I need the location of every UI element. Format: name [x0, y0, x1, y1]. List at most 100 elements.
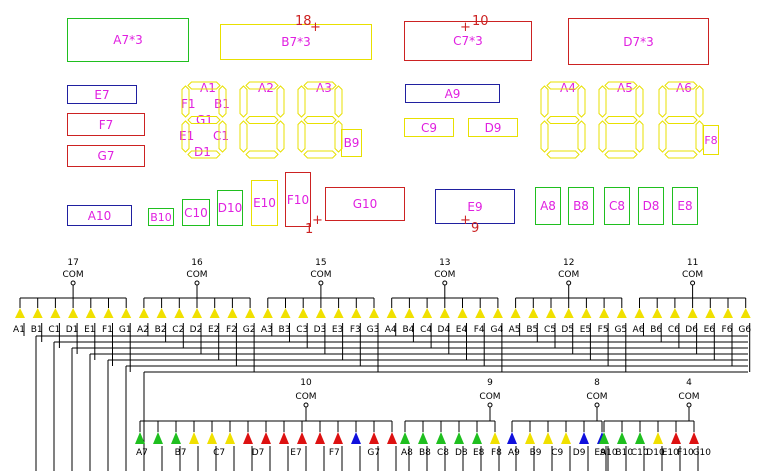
- led-B3: [280, 308, 291, 318]
- box-e8: E8: [672, 187, 698, 225]
- pin-C2-label: C2: [172, 325, 184, 335]
- box-a8-label: A8: [540, 199, 556, 213]
- group-15-com-label: COM: [310, 270, 331, 280]
- box-c7x3: C7*3: [404, 21, 532, 61]
- marker-18: 18: [295, 14, 312, 29]
- box-c10: C10: [182, 199, 210, 226]
- group-11-number: 11: [687, 258, 698, 268]
- group-10-number: 10: [300, 378, 312, 388]
- led-D3: [315, 308, 326, 318]
- box-e10-label: E10: [253, 196, 276, 210]
- box-d9: D9: [468, 118, 518, 137]
- group-9-com-label: COM: [479, 392, 500, 402]
- pin-E9-label: E9: [594, 448, 606, 458]
- box-a10-label: A10: [87, 208, 112, 223]
- group-4-led-3: [653, 432, 663, 444]
- group-10-led-4: [207, 432, 217, 444]
- group-8-led-0: [507, 432, 517, 444]
- group-10-led-13: [369, 432, 379, 444]
- digit-6-vseg-1: [695, 85, 704, 118]
- pin-F3-label: F3: [350, 325, 361, 335]
- box-d7x3-label: D7*3: [623, 34, 654, 49]
- digit-4-hseg-2: [546, 150, 580, 159]
- box-c7x3-label: C7*3: [453, 34, 483, 48]
- pin-G3-label: G3: [367, 325, 380, 335]
- box-b8: B8: [568, 187, 594, 225]
- pin-B10-label: B10: [615, 448, 633, 458]
- group-12-number: 12: [563, 258, 574, 268]
- box-b9-label: B9: [343, 136, 360, 150]
- group-9-led-1: [418, 432, 428, 444]
- led-A2: [138, 308, 149, 318]
- led-C1: [50, 308, 61, 318]
- led-F2: [227, 308, 238, 318]
- digit-6-vseg-2: [658, 120, 667, 153]
- seven-segment-digits: [181, 81, 704, 159]
- group-9-number: 9: [487, 378, 493, 388]
- pin-E5-label: E5: [580, 325, 591, 335]
- box-c9-label: C9: [420, 120, 437, 135]
- digit-5-vseg-0: [598, 85, 607, 118]
- pin-C6-label: C6: [668, 325, 680, 335]
- group-17-com-label: COM: [63, 270, 84, 280]
- box-e7-label: E7: [94, 87, 110, 102]
- digit-2-vseg-0: [239, 85, 248, 118]
- pin-D5-label: D5: [561, 325, 574, 335]
- pin-F1-label: F1: [102, 325, 113, 335]
- digit-6-vseg-0: [658, 85, 667, 118]
- led-F1: [103, 308, 114, 318]
- pin-G1-label: G1: [119, 325, 132, 335]
- pin-A10-label: A10: [600, 448, 618, 458]
- led-A3: [262, 308, 273, 318]
- led-G5: [616, 308, 627, 318]
- group-10-led-14: [387, 432, 397, 444]
- pin-F5-label: F5: [598, 325, 609, 335]
- digit-5-hseg-2: [604, 150, 638, 159]
- group-8-led-4: [579, 432, 589, 444]
- group-8-led-1: [525, 432, 535, 444]
- pin-B8-label: B8: [419, 448, 431, 458]
- marker-18-cross: +: [310, 20, 321, 35]
- pin-E4-label: E4: [456, 325, 468, 335]
- digit-6-vseg-3: [695, 120, 704, 153]
- pin-C7-label: C7: [213, 448, 225, 458]
- group-4-led-5: [689, 432, 699, 444]
- group-11-com-node: [690, 280, 696, 286]
- box-e7: E7: [67, 85, 137, 104]
- pin-C1-label: C1: [48, 325, 60, 335]
- box-f8-label: F8: [704, 133, 718, 147]
- digit-4-vseg-0: [540, 85, 549, 118]
- led-E1: [85, 308, 96, 318]
- box-d9-label: D9: [484, 120, 502, 135]
- digit-5-vseg-2: [598, 120, 607, 153]
- digit-2-vseg-2: [239, 120, 248, 153]
- group-10-led-0: [135, 432, 145, 444]
- pin-A3-label: A3: [261, 325, 273, 335]
- led-F3: [351, 308, 362, 318]
- box-e10: E10: [251, 180, 278, 226]
- group-10-led-10: [315, 432, 325, 444]
- group-11-com-label: COM: [682, 270, 703, 280]
- pin-B9-label: B9: [530, 448, 542, 458]
- led-A5: [510, 308, 521, 318]
- group-15-number: 15: [315, 258, 326, 268]
- group-10-com-label: COM: [295, 392, 316, 402]
- box-d10-label: D10: [217, 201, 243, 215]
- digit-label-e1: E1: [179, 129, 195, 143]
- pin-E7-label: E7: [290, 448, 301, 458]
- box-b7x3: B7*3: [220, 24, 372, 60]
- box-d8-label: D8: [642, 199, 660, 213]
- digit-label-a4: A4: [560, 81, 576, 95]
- marker-10-cross: +: [460, 20, 471, 35]
- group-9-led-0: [400, 432, 410, 444]
- group-10-led-1: [153, 432, 163, 444]
- led-A1: [15, 308, 25, 318]
- pin-F6-label: F6: [722, 325, 733, 335]
- pin-E8-label: E8: [473, 448, 485, 458]
- digit-6-hseg-0: [664, 81, 698, 90]
- group-15-com-node: [318, 280, 324, 286]
- marker-9-cross: +: [460, 213, 471, 228]
